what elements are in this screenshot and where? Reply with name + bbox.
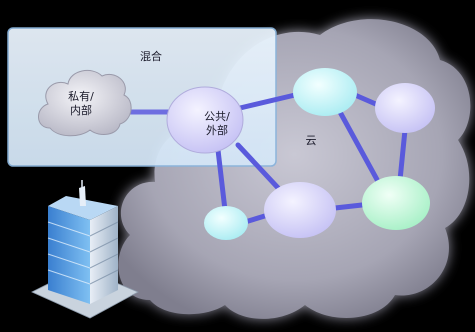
private-cloud-node: [38, 69, 132, 137]
private-node-label-line1: 私有/: [68, 90, 94, 103]
connector-smallcyan-midlav: [242, 212, 271, 225]
public-node-label-line2: 外部: [206, 124, 228, 137]
cloud-label: 云: [305, 134, 317, 147]
private-node-label: 私有/ 内部: [56, 90, 106, 118]
node-top-cyan: [293, 68, 357, 116]
connector-topcyan-toplav: [352, 92, 381, 108]
node-small-cyan: [204, 206, 248, 240]
public-node-label: 公共/ 外部: [189, 110, 245, 138]
private-node-label-line2: 内部: [70, 104, 92, 117]
node-mid-lavender: [264, 182, 336, 238]
public-node: [166, 86, 244, 154]
public-node-label-line1: 公共/: [204, 110, 230, 123]
hybrid-title: 混合: [140, 50, 162, 63]
connector-toplav-green: [397, 127, 408, 183]
node-green: [362, 176, 430, 230]
node-top-lavender: [375, 83, 435, 133]
connector-topcyan-green: [337, 109, 383, 188]
connector-public-midlav: [235, 142, 283, 193]
connector-midlav-green: [332, 202, 365, 211]
building-icon: [31, 180, 139, 319]
connector-public-smallcyan: [215, 147, 228, 213]
connector-public-topcyan: [237, 92, 298, 111]
